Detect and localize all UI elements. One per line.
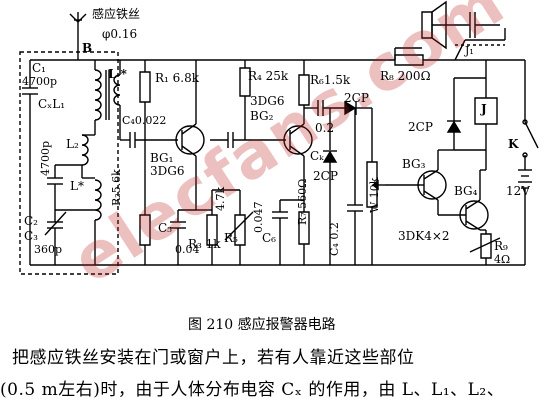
label-r5-val: 4.7k [214,186,227,211]
capacitor-c1 [22,60,38,265]
label-c1-val: 4700p [22,75,58,88]
label-r5: R₅ [224,231,238,245]
label-c5-val: 0.04 [175,243,200,256]
label-j: J [481,102,487,116]
label-d-top: 2CP [344,91,369,105]
label-c6: C₆ [262,231,276,245]
label-bg1-type: 3DG6 [150,164,185,178]
label-r7: R₇ 560Ω [296,178,309,225]
resistor-r1 [140,60,150,215]
label-c3-val: 360p [34,243,63,256]
label-bg2-type: 3DG6 [250,94,285,108]
label-c7-val: 0.2 [315,121,335,135]
label-k: K [508,137,519,151]
capacitor-c4 [120,132,178,148]
resistor-r2 [140,215,150,265]
transistor-bg1 [176,124,204,156]
label-c3: C₃ [24,229,38,243]
label-c2: C₂ [24,214,38,228]
label-r9: R₉ [494,239,508,253]
transistor-bg2 [284,124,312,156]
label-bg3: BG₃ [402,157,426,171]
label-r4: R₄ 25k [248,69,289,83]
potentiometer-w [367,108,385,265]
label-r1: R₁ 6.8k [155,71,200,85]
capacitor-c5 [170,210,186,265]
label-sensor-wire: 感应铁丝 [92,7,141,21]
label-j1: J₁ [465,44,474,57]
dashed-shield-box [20,52,118,274]
label-transistors: 3DK4×2 [398,229,450,243]
label-r2: R₂5.6k [110,169,123,206]
label-12v: 12V [506,184,530,198]
label-l2: L₂ [66,137,79,151]
resistor-r5 [212,190,253,265]
coil-L2-icon [82,135,101,220]
label-c4: C₄0.022 [122,114,167,127]
paragraph-line-1: 把感应铁丝安装在门或窗户上，若有人靠近这些部位 [12,348,415,368]
label-r9-val: 4Ω [494,253,511,266]
relay-contact-j1 [455,28,505,60]
capacitor-c3 [45,210,66,262]
figure-caption: 图 210 感应报警器电路 [188,317,336,333]
capacitor-coupling [210,132,286,148]
resistor-r7 [299,200,309,265]
capacitor-c2 [47,165,63,210]
label-wire-dia: φ0.16 [102,27,138,41]
label-bg4: BG₄ [454,184,478,198]
resistor-r4 [240,60,250,110]
label-l-star: L* [70,179,84,193]
label-w: W 10k [368,177,381,213]
coil-L-icon [95,60,120,135]
label-c5: C₅ [158,221,172,235]
label-d-relay: 2CP [408,120,433,134]
label-ck: Cₖ [310,149,324,163]
label-cxl1: CₓL₁ [38,97,66,111]
label-bg1: BG₁ [150,151,174,165]
label-c8: C₄ 0.2 [328,222,341,256]
label-l: L * [108,67,127,81]
capacitor-filter [347,108,363,265]
label-d-mid: 2CP [313,169,338,183]
diode-2cp-relay [447,121,461,132]
label-b: B [82,41,93,55]
label-r8: R₈ 200Ω [380,69,431,83]
paragraph-line-2: (0.5 m左右)时，由于人体分布电容 Cₓ 的作用，由 L、L₁、L₂、 [0,380,505,400]
switch-k [523,60,538,157]
antenna-icon [70,12,86,45]
capacitor-c6 [272,200,288,265]
label-r3: R₃ 1k [188,237,221,251]
label-c1: C₁ [32,61,46,75]
label-bg2: BG₂ [250,109,274,123]
label-c2-val: 4700p [39,140,52,176]
resistor-r3 [196,210,217,265]
label-r6: R₆1.5k [310,73,351,87]
label-c6-val: 0.047 [252,201,265,234]
